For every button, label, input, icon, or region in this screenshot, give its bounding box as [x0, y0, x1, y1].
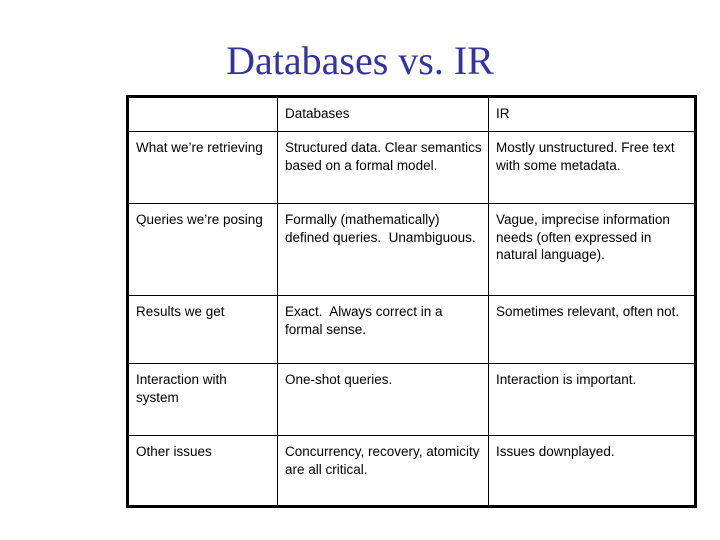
row-ir-results-we-get: Sometimes relevant, often not. — [488, 295, 696, 364]
row-ir-interaction-with-system: Interaction is important. — [488, 363, 696, 436]
row-ir-other-issues: Issues downplayed. — [488, 435, 696, 507]
table-row: Results we get Exact. Always correct in … — [127, 295, 696, 364]
table-header-cell-ir: IR — [488, 96, 696, 132]
table-row: Queries we’re posing Formally (mathemati… — [127, 203, 696, 296]
table-header-cell-databases: Databases — [277, 96, 489, 132]
table-header-cell-blank — [127, 96, 278, 132]
comparison-table-container: Databases IR What we’re retrieving Struc… — [126, 95, 697, 508]
table-header-row: Databases IR — [127, 96, 696, 132]
row-aspect-other-issues: Other issues — [127, 435, 278, 507]
row-databases-results-we-get: Exact. Always correct in a formal sense. — [277, 295, 489, 364]
row-databases-queries-were-posing: Formally (mathematically) defined querie… — [277, 203, 489, 296]
row-aspect-what-were-retrieving: What we’re retrieving — [127, 131, 278, 204]
table-row: What we’re retrieving Structured data. C… — [127, 131, 696, 204]
row-databases-other-issues: Concurrency, recovery, atomicity are all… — [277, 435, 489, 507]
row-databases-what-were-retrieving: Structured data. Clear semantics based o… — [277, 131, 489, 204]
table-row: Other issues Concurrency, recovery, atom… — [127, 435, 696, 507]
row-databases-interaction-with-system: One-shot queries. — [277, 363, 489, 436]
comparison-table: Databases IR What we’re retrieving Struc… — [126, 95, 697, 508]
row-aspect-results-we-get: Results we get — [127, 295, 278, 364]
row-ir-what-were-retrieving: Mostly unstructured. Free text with some… — [488, 131, 696, 204]
row-ir-queries-were-posing: Vague, imprecise information needs (ofte… — [488, 203, 696, 296]
table-row: Interaction with system One-shot queries… — [127, 363, 696, 436]
row-aspect-queries-were-posing: Queries we’re posing — [127, 203, 278, 296]
row-aspect-interaction-with-system: Interaction with system — [127, 363, 278, 436]
page-title: Databases vs. IR — [226, 38, 494, 83]
